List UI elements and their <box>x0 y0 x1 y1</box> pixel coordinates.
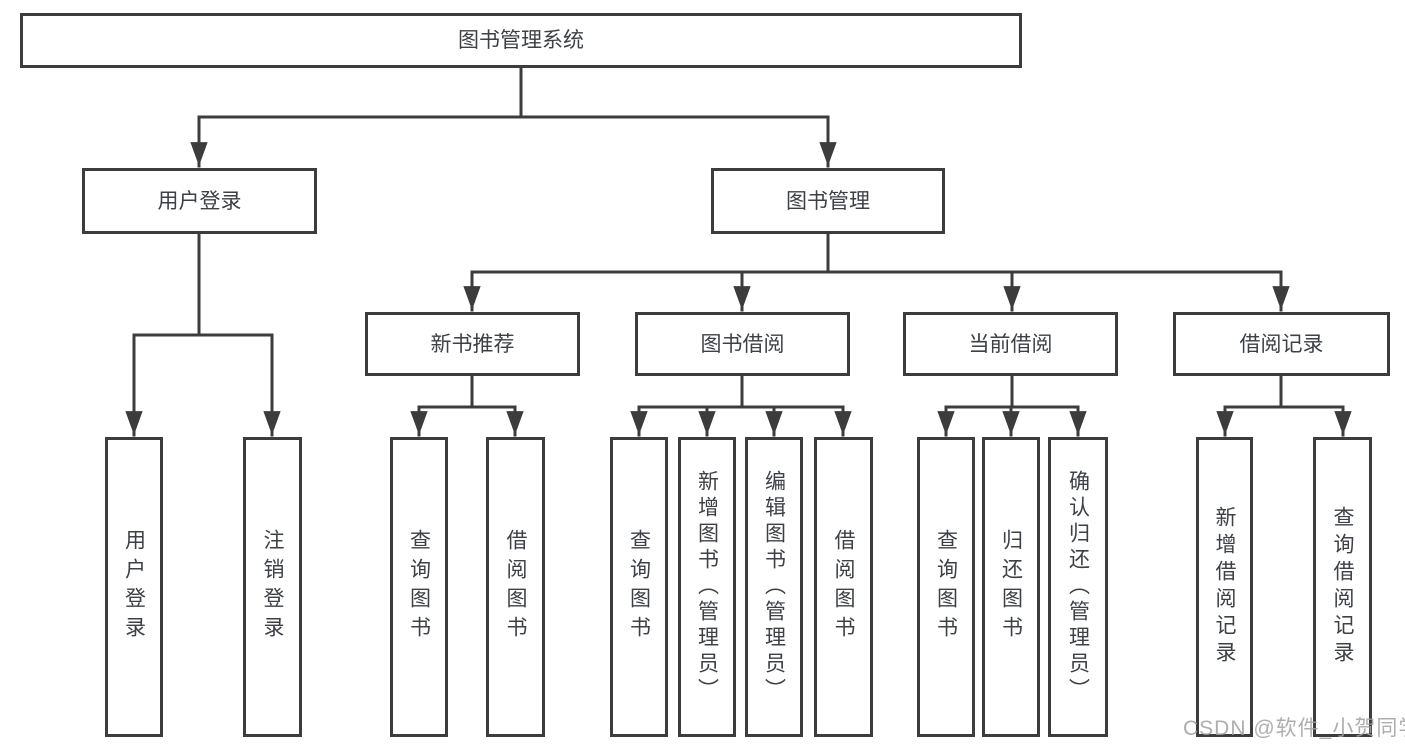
node-root: 图书管理系统 <box>20 13 1022 68</box>
leaf-user-login: 用户登录 <box>105 437 163 737</box>
watermark: CSDN @软件_小贺同学 <box>1183 717 1405 740</box>
node-book-management: 图书管理 <box>711 168 945 234</box>
leaf-current-return-books: 归还图书 <box>982 437 1040 737</box>
node-current-borrowing: 当前借阅 <box>903 312 1118 376</box>
leaf-borrow-query-books: 查询图书 <box>610 437 668 737</box>
leaf-borrow-borrow-books: 借阅图书 <box>814 437 873 737</box>
leaf-borrow-add-books-admin: 新增图书（管理员） <box>678 437 736 737</box>
leaf-newbook-query-books: 查询图书 <box>390 437 448 737</box>
leaf-newbook-borrow-books: 借阅图书 <box>486 437 545 737</box>
leaf-record-query-borrow-record: 查询借阅记录 <box>1313 437 1372 737</box>
leaf-current-confirm-return-admin: 确认归还（管理员） <box>1048 437 1108 737</box>
node-new-book-recommend: 新书推荐 <box>365 312 580 376</box>
leaf-current-query-books: 查询图书 <box>917 437 975 737</box>
leaf-logout: 注销登录 <box>243 437 302 737</box>
node-user-login: 用户登录 <box>82 168 317 234</box>
node-borrowing-records: 借阅记录 <box>1173 312 1390 376</box>
leaf-borrow-edit-books-admin: 编辑图书（管理员） <box>745 437 803 737</box>
node-book-borrowing: 图书借阅 <box>635 312 850 376</box>
leaf-record-add-borrow-record: 新增借阅记录 <box>1196 437 1253 737</box>
